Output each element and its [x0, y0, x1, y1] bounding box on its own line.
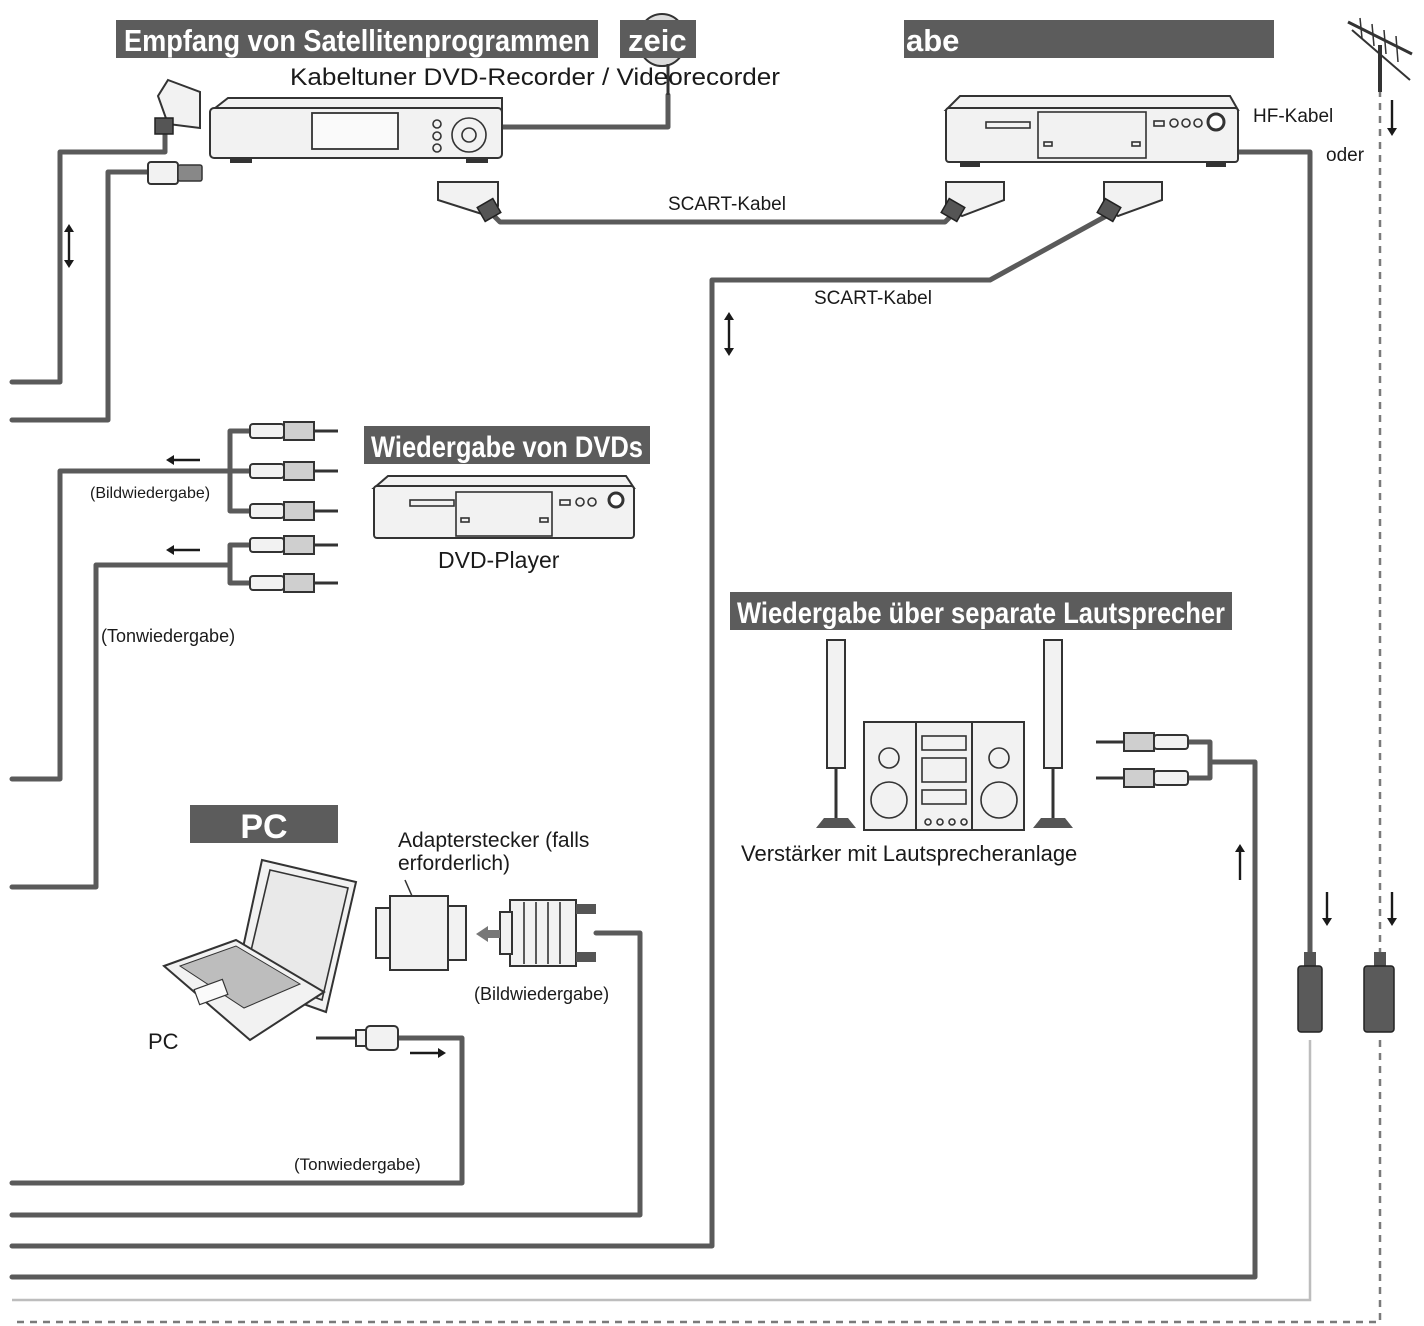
arrow-left-ton-icon [166, 545, 200, 555]
cable-dvd-audio [9, 542, 253, 890]
header-partial-left-text: zeic [628, 23, 687, 58]
label-recorder: Kabeltuner DVD-Recorder / Videorecorder [290, 64, 780, 91]
cable-amplifier [9, 739, 1258, 1280]
label-pc: PC [148, 1029, 179, 1054]
dvd-recorder-icon [943, 95, 1240, 167]
label-hf-cable: HF-Kabel [1253, 106, 1333, 127]
double-arrow-satellite-icon [64, 224, 74, 268]
arrows [64, 100, 1397, 1058]
scart-plug-icon [154, 78, 201, 135]
cable-hf [1235, 149, 1313, 963]
label-ton-dvd: (Tonwiedergabe) [101, 626, 235, 646]
cable-pc-audio [9, 1035, 465, 1186]
cable-dvd-video [9, 428, 253, 782]
header-satellite-text: Empfang von Satellitenprogrammen [124, 23, 590, 58]
arrow-left-adapter-icon [476, 926, 500, 942]
header-speakers-text: Wiedergabe über separate Lautsprecher [737, 597, 1225, 630]
arrow-down-antenna-bottom-icon [1387, 892, 1397, 926]
cable-satellite-scart [9, 122, 168, 385]
dvd-player-icon [371, 475, 636, 539]
amplifier-speaker-icon [816, 639, 1073, 831]
cable-bottom-light [12, 1040, 1312, 1302]
rca-plugs-amplifier-icon [1096, 732, 1189, 788]
double-arrow-scart-icon [724, 312, 734, 356]
label-adapter-line2: erforderlich) [398, 852, 510, 875]
cable-scart-down [9, 212, 1111, 1249]
header-dvd: Wiedergabe von DVDs [364, 426, 650, 464]
audio-jack-icon [316, 1025, 399, 1051]
label-scart-mid: SCART-Kabel [814, 288, 932, 309]
cable-recorder-dish [497, 92, 671, 130]
arrow-left-bild-icon [166, 455, 200, 465]
header-partial-left: zeic [620, 20, 696, 58]
header-dvd-text: Wiedergabe von DVDs [371, 431, 643, 464]
label-scart-top: SCART-Kabel [668, 194, 786, 215]
scart-plug-recorder-icon [437, 181, 502, 223]
arrow-up-amplifier-icon [1235, 844, 1245, 880]
scart-plug-dvdrec-right-icon [1096, 181, 1163, 223]
cable-bottom-dashed [12, 1040, 1382, 1324]
header-pc-text: PC [240, 808, 287, 846]
adapter-plug-icon [375, 879, 467, 971]
label-amplifier: Verstärker mit Lautsprecheranlage [741, 841, 1077, 866]
header-speakers: Wiedergabe über separate Lautsprecher [730, 592, 1232, 630]
cables [9, 90, 1382, 1324]
cable-pc-vga [9, 930, 643, 1218]
header-pc: PC [190, 805, 338, 846]
vga-plug-icon [499, 899, 596, 967]
rca-plugs-dvd-icon [249, 421, 338, 593]
label-oder: oder [1326, 145, 1365, 166]
arrow-right-pc-audio-icon [410, 1048, 446, 1058]
arrow-down-hf-icon [1322, 892, 1332, 926]
label-bild-pc: (Bildwiedergabe) [474, 984, 609, 1004]
cable-satellite-hdmi [9, 169, 151, 423]
arrow-down-antenna-icon [1387, 100, 1397, 136]
hdmi-plug-icon [147, 161, 203, 185]
labels: Kabeltuner DVD-Recorder / Videorecorder … [90, 64, 1365, 1174]
hf-plug-icon [1297, 952, 1323, 1033]
header-satellite: Empfang von Satellitenprogrammen [116, 20, 598, 58]
antenna-icon [1347, 17, 1413, 92]
header-partial-right-text: abe [906, 23, 959, 58]
antenna-plug-icon [1363, 952, 1395, 1033]
laptop-icon [162, 858, 358, 1042]
header-partial-right: abe [904, 20, 1274, 58]
cable-tuner-icon [209, 97, 503, 163]
label-dvd-player: DVD-Player [438, 547, 560, 573]
scart-plug-dvdrec-left-icon [940, 181, 1005, 223]
label-ton-pc: (Tonwiedergabe) [294, 1155, 421, 1174]
label-bild-dvd: (Bildwiedergabe) [90, 485, 210, 502]
label-adapter-line1: Adapterstecker (falls [398, 829, 589, 852]
